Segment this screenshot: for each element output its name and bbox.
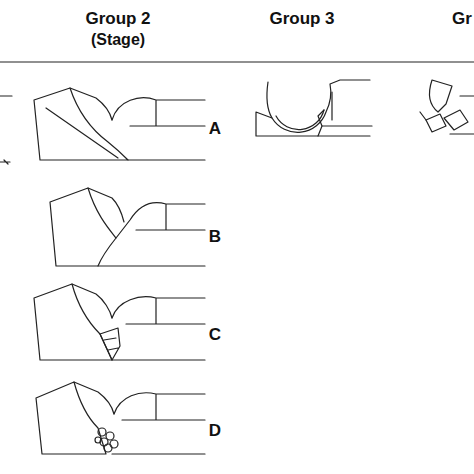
group-heading: Group 3 <box>269 10 334 27</box>
stage-a-drawing <box>34 88 205 160</box>
stage-letter: C <box>209 326 221 343</box>
group-3-drawing <box>256 80 372 136</box>
header-rule <box>0 61 474 62</box>
bone-outline <box>0 96 12 164</box>
stage-letter: A <box>209 120 221 137</box>
group-heading: Group 2 <box>85 10 150 27</box>
stage-letter: D <box>209 422 221 439</box>
stage-c-drawing <box>34 284 205 360</box>
stage-d-drawing <box>36 382 205 454</box>
stage-subheading: (Stage) <box>91 32 145 48</box>
group-heading: Gr <box>452 10 472 27</box>
stage-letter: B <box>209 228 221 245</box>
group-4-drawing <box>420 80 474 134</box>
stage-b-drawing <box>50 188 205 266</box>
